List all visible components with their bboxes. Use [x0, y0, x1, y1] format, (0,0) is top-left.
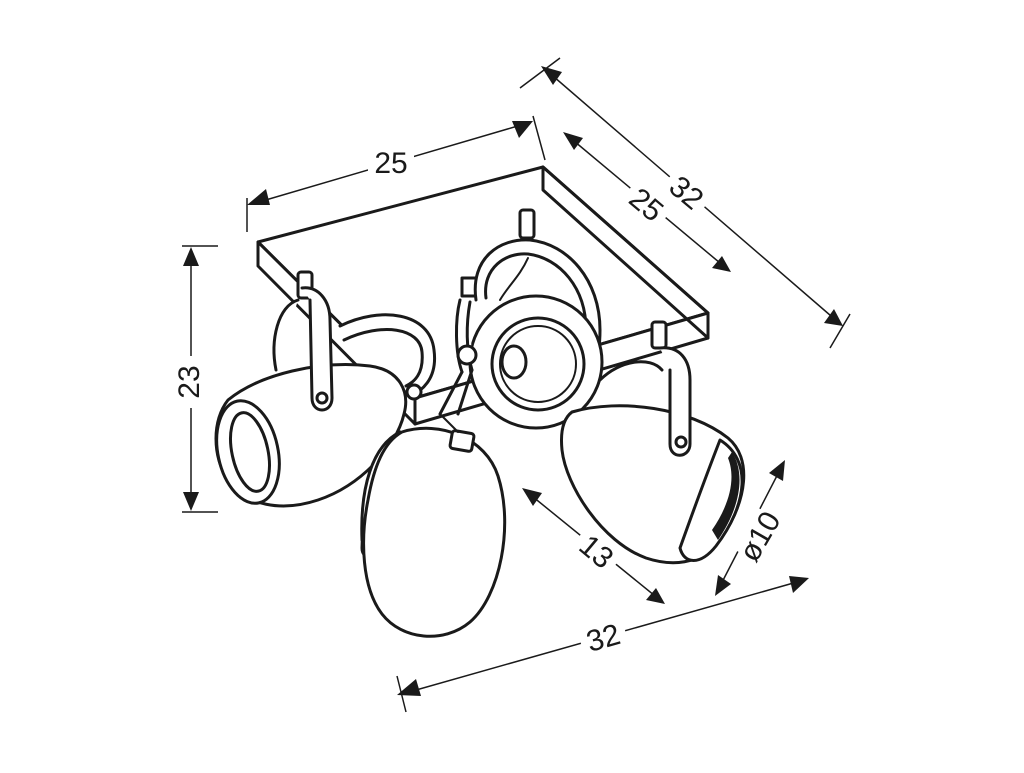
- dim-outer-depth-label-bg: [655, 160, 719, 224]
- spot-back-inner-rim: [499, 325, 577, 403]
- spot-right-inner: [712, 452, 740, 540]
- dim-inner-depth: 25: [563, 132, 731, 272]
- dim-top-width-arrow-left: [247, 189, 270, 205]
- dim-bottom-width-ext-left: [396, 675, 407, 713]
- dim-top-width-label-bg: [368, 142, 414, 182]
- spot-front-cap: [448, 429, 476, 453]
- spot-front-shade: [362, 426, 507, 638]
- dim-shade-length-arrow-top: [522, 488, 542, 506]
- dim-shade-length-label-bg: [565, 520, 629, 582]
- dim-bottom-width-label-bg: [575, 610, 631, 664]
- dim-shade-diameter-label-bg: [727, 504, 791, 568]
- dim-inner-depth-arrow-top: [563, 132, 583, 150]
- dim-inner-depth-label-bg: [615, 173, 679, 235]
- dim-bottom-width: 32: [396, 576, 809, 713]
- dim-outer-depth-arrow-bottom: [824, 309, 843, 326]
- dim-bottom-width-arrow-right: [789, 576, 809, 593]
- center-arm-drop: [438, 370, 464, 416]
- spot-right: [560, 346, 746, 565]
- left-arm: [338, 313, 437, 398]
- center-arm-drop-inner: [456, 368, 474, 416]
- spot-left: [214, 286, 423, 508]
- dim-outer-depth: 32: [519, 57, 851, 349]
- dim-bottom-width-arrow-left: [397, 679, 421, 696]
- dim-height-label-bg: [174, 356, 208, 408]
- dim-shade-diameter-arrow-top: [769, 460, 785, 481]
- mount-stub-back: [518, 208, 536, 240]
- left-arm-inner: [342, 328, 424, 388]
- spot-back-rim: [490, 316, 586, 412]
- spot-left-pivot: [315, 391, 329, 405]
- ceiling-plate-right-edge: [541, 165, 710, 340]
- spot-left-cap: [405, 383, 423, 401]
- dim-top-width-arrow-right: [512, 121, 533, 138]
- dim-height-arrow-bottom: [183, 492, 199, 511]
- center-arm: [438, 298, 478, 416]
- dim-shade-length-arrow-bottom: [646, 588, 665, 604]
- dim-outer-depth-ext-bottom: [829, 313, 851, 349]
- mount-stub-right: [650, 320, 668, 350]
- dim-height-label: 23: [173, 365, 206, 398]
- spot-left-yoke-back: [272, 298, 300, 372]
- spot-right-pivot: [674, 435, 688, 449]
- dim-top-width: 25: [246, 115, 546, 232]
- dim-top-width-ext-right: [532, 115, 546, 161]
- dim-height: 23: [173, 245, 218, 513]
- spot-front: [360, 413, 507, 638]
- spot-front-stem: [439, 413, 459, 433]
- spot-back: [468, 238, 604, 430]
- dim-shade-diameter-arrow-bottom: [715, 575, 731, 596]
- spot-right-opening: [678, 438, 744, 562]
- center-arm-joint: [456, 344, 478, 366]
- dim-shade-length: 13: [522, 488, 665, 604]
- dim-outer-depth-arrow-top: [541, 66, 562, 85]
- spot-left-yoke: [300, 286, 334, 412]
- dim-shade-diameter-label: ø10: [733, 506, 787, 567]
- spot-back-bulb: [500, 344, 528, 380]
- spot-left-opening: [229, 411, 271, 493]
- dim-height-arrow-top: [183, 247, 199, 266]
- dim-inner-depth-arrow-bottom: [712, 256, 731, 272]
- dim-top-width-label: 25: [374, 147, 407, 180]
- dim-outer-depth-ext-top: [519, 57, 561, 89]
- spot-back-wire: [499, 257, 529, 301]
- spot-right-yoke: [658, 346, 692, 457]
- spot-right-arm: [598, 360, 664, 382]
